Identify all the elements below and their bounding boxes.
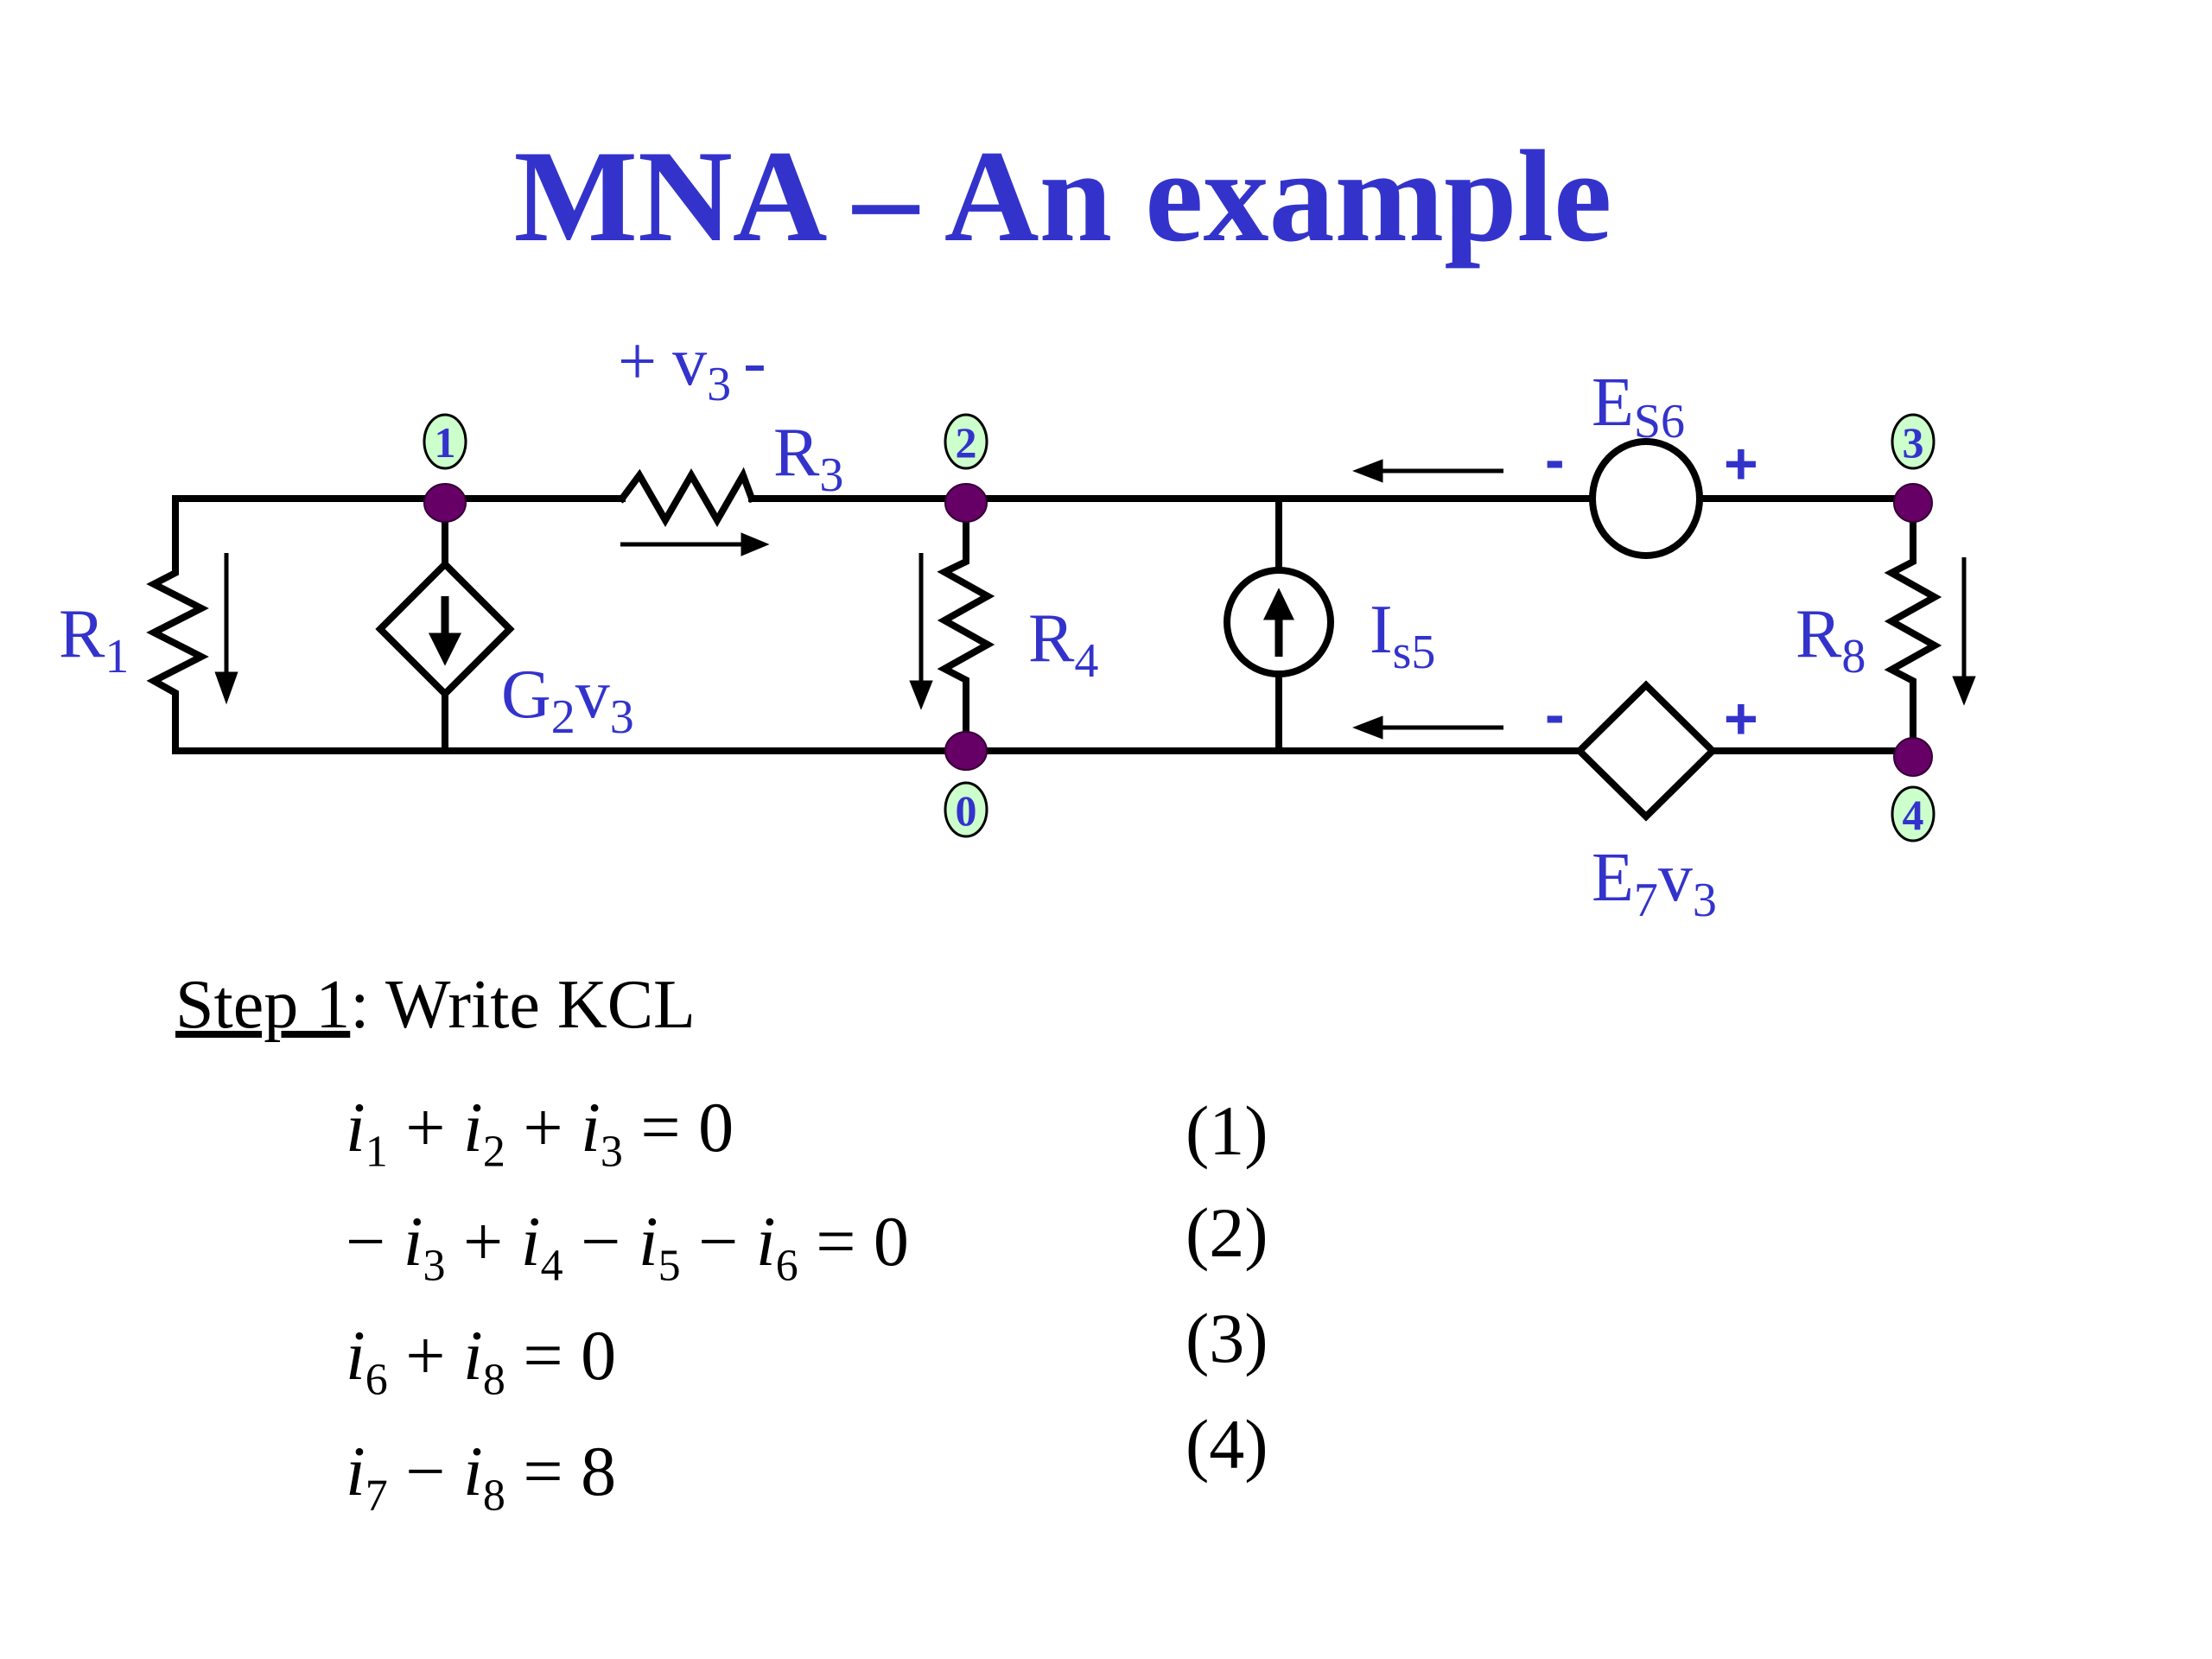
equation-number-4: (4) [1185,1405,1268,1484]
node-label-0: 0 [956,786,977,835]
equation-2: − i3 + i4 − i5 − i6 = 0 [346,1202,909,1291]
arrowhead-es6 [1352,459,1383,483]
node-label-bg-1 [423,413,467,470]
e7-plus: + [1724,686,1758,752]
equation-1: i1 + i2 + i3 = 0 [346,1088,734,1177]
resistor-r3 [617,467,757,528]
label-es6: ES6 [1592,365,1685,448]
label-is5: Is5 [1370,592,1435,679]
resistor-r4 [937,495,995,754]
label-g2v3: G2v3 [501,657,634,744]
node-dot-2 [944,483,988,523]
is5-arrowhead [1263,588,1294,620]
step-text: : Write KCL [350,967,696,1043]
node-label-bg-2 [944,413,988,470]
arrowhead-e7 [1352,715,1383,740]
step-label: Step 1 [175,967,351,1043]
node-label-4: 4 [1903,791,1924,839]
resistor-r8 [1884,495,1942,754]
label-r8: R8 [1796,596,1866,683]
label-r4: R4 [1028,601,1098,688]
equation-number-3: (3) [1185,1299,1268,1377]
arrowhead-r1 [214,671,238,705]
step-heading: Step 1: Write KCL [175,966,696,1045]
node-label-1: 1 [435,418,456,467]
arrowhead-r4 [909,680,933,710]
dependent-voltage-source-e7 [1574,680,1718,822]
node-label-bg-3 [1891,413,1936,470]
arrowhead-r3 [741,532,770,556]
equation-number-2: (2) [1185,1193,1268,1272]
label-e7v3: E7v3 [1592,840,1717,927]
node-label-bg-0 [944,781,988,838]
label-r1: R1 [59,596,129,683]
es6-minus: - [1545,427,1565,493]
node-label-2: 2 [956,418,977,467]
voltage-source-es6 [1589,438,1703,559]
resistor-r1 [146,495,209,754]
g2-arrowhead [428,632,462,666]
node-dot-4 [1893,737,1933,777]
node-label-bg-4 [1891,785,1936,842]
label-r3: R3 [773,415,843,502]
node-dot-3 [1893,483,1933,523]
equation-4: i7 − i8 = 8 [346,1432,617,1521]
node-dot-0 [944,731,988,771]
node-dot-1 [423,483,467,523]
e7-minus: - [1545,682,1565,747]
arrowhead-r8 [1952,676,1976,706]
dependent-current-source-g2 [375,559,515,699]
equation-number-1: (1) [1185,1091,1268,1170]
node-label-3: 3 [1903,418,1924,467]
equation-3: i6 + i8 = 0 [346,1316,617,1405]
current-source-is5 [1224,567,1334,677]
slide-title: MNA – An example [513,124,1612,269]
label-v3: +v3- [618,324,766,411]
es6-plus: + [1724,431,1758,497]
